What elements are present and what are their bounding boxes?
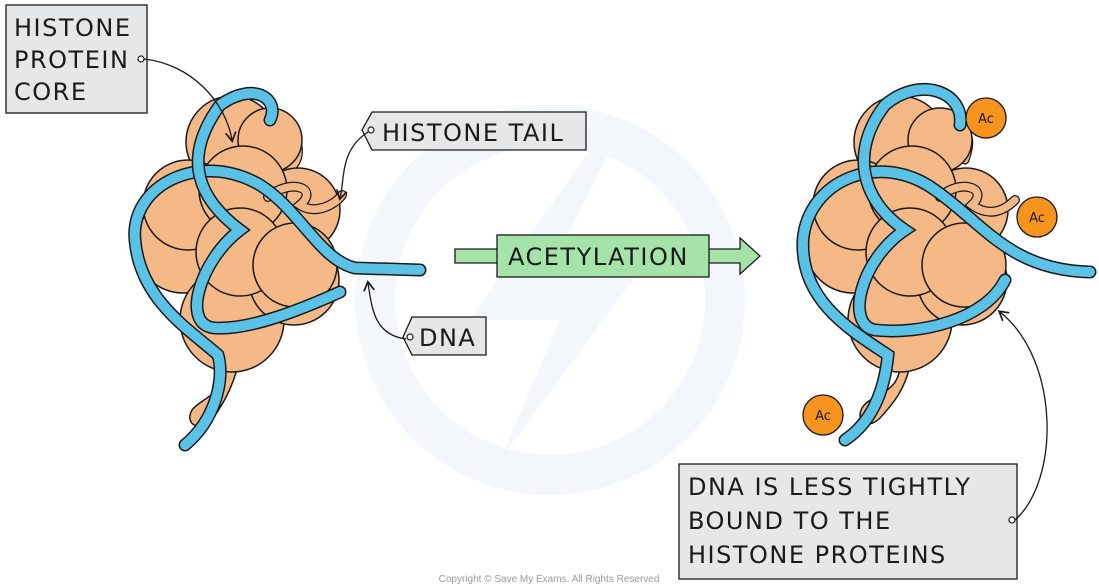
svg-text:Ac: Ac <box>815 409 831 424</box>
watermark-logo <box>355 105 745 495</box>
result-label-line3: HISTONE PROTEINS <box>688 541 947 569</box>
core-label-line1: HISTONE <box>14 14 132 42</box>
dna-label: DNA <box>368 283 487 356</box>
dna-strand-loose <box>796 83 1097 447</box>
dna-strand <box>128 86 427 452</box>
dna-label-text: DNA <box>419 324 476 352</box>
svg-text:Ac: Ac <box>978 112 994 127</box>
histone-tail-label: HISTONE TAIL <box>340 111 587 198</box>
core-label-line3: CORE <box>14 78 88 106</box>
nucleosome-acetylated: Ac Ac Ac <box>796 83 1097 447</box>
svg-text:Ac: Ac <box>1029 211 1045 226</box>
acetylation-arrow: ACETYLATION <box>454 234 761 278</box>
acetyl-group-right: Ac <box>1016 196 1058 238</box>
result-label-line1: DNA IS LESS TIGHTLY <box>688 473 971 501</box>
tail-label-text: HISTONE TAIL <box>382 119 564 147</box>
acetyl-group-bottom: Ac <box>802 394 844 436</box>
result-label: DNA IS LESS TIGHTLY BOUND TO THE HISTONE… <box>678 312 1048 580</box>
result-label-line2: BOUND TO THE <box>688 507 892 535</box>
copyright-text: Copyright © Save My Exams. All Rights Re… <box>439 574 660 585</box>
nucleosome-condensed <box>128 86 427 452</box>
acetylation-label: ACETYLATION <box>508 243 689 271</box>
acetyl-group-top: Ac <box>965 97 1007 139</box>
core-label-line2: PROTEIN <box>14 46 129 74</box>
histone-protein-core-label: HISTONE PROTEIN CORE <box>5 4 232 140</box>
